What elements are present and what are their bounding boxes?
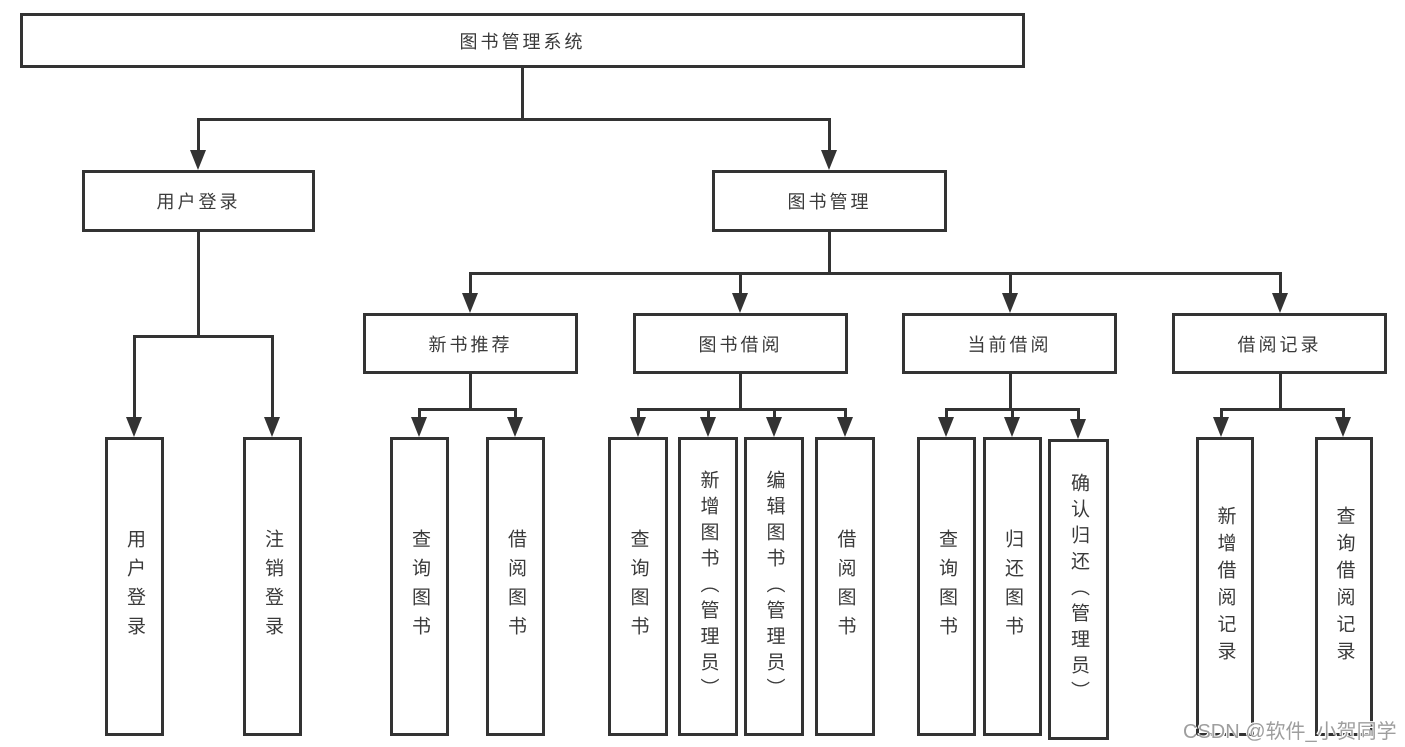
arrowhead-down-icon bbox=[126, 417, 142, 437]
connector-line bbox=[828, 230, 831, 274]
node-label: 当前借阅 bbox=[967, 334, 1052, 355]
node-leaf-query-borrow-record: 查询借阅记录 bbox=[1315, 437, 1373, 736]
node-user-login: 用户登录 bbox=[82, 170, 315, 232]
connector-line bbox=[469, 272, 472, 295]
connector-line bbox=[469, 272, 1282, 275]
connector-line bbox=[739, 272, 742, 295]
arrowhead-down-icon bbox=[837, 417, 853, 437]
node-label: 用户登录 bbox=[156, 192, 241, 212]
arrowhead-down-icon bbox=[264, 417, 280, 437]
node-label: 查询图书 bbox=[936, 528, 957, 645]
connector-line bbox=[133, 335, 274, 338]
connector-line bbox=[707, 408, 710, 419]
node-label: 图书管理系统 bbox=[459, 31, 586, 52]
connector-line bbox=[1342, 408, 1345, 419]
node-borrowing-records: 借阅记录 bbox=[1172, 313, 1387, 374]
arrowhead-down-icon bbox=[462, 293, 478, 313]
node-leaf-query-books: 查询图书 bbox=[390, 437, 449, 736]
node-label: 新书推荐 bbox=[428, 334, 513, 355]
node-leaf-add-borrow-record: 新增借阅记录 bbox=[1196, 437, 1254, 736]
arrowhead-down-icon bbox=[411, 417, 427, 437]
node-label: 注销登录 bbox=[262, 528, 283, 645]
arrowhead-down-icon bbox=[1004, 417, 1020, 437]
node-leaf-borrow-books: 借阅图书 bbox=[486, 437, 545, 736]
connector-line bbox=[1279, 372, 1282, 410]
arrowhead-down-icon bbox=[507, 417, 523, 437]
node-label: 借阅图书 bbox=[834, 528, 856, 645]
connector-line bbox=[133, 335, 136, 419]
connector-line bbox=[418, 408, 421, 419]
arrowhead-down-icon bbox=[1272, 293, 1288, 313]
arrowhead-down-icon bbox=[1070, 419, 1086, 439]
node-label: 查询图书 bbox=[627, 528, 649, 645]
node-leaf-user-login: 用户登录 bbox=[105, 437, 164, 736]
node-label: 用户登录 bbox=[124, 528, 145, 645]
connector-line bbox=[828, 118, 831, 152]
node-label: 借阅记录 bbox=[1237, 334, 1322, 355]
node-leaf-confirm-return-admin: 确认归还（管理员） bbox=[1048, 439, 1109, 740]
connector-line bbox=[773, 408, 776, 419]
arrowhead-down-icon bbox=[630, 417, 646, 437]
node-label: 图书管理 bbox=[787, 192, 872, 212]
connector-line bbox=[1077, 408, 1080, 419]
node-book-management: 图书管理 bbox=[712, 170, 947, 232]
connector-line bbox=[1009, 372, 1012, 410]
node-leaf-borrow-books: 借阅图书 bbox=[815, 437, 875, 736]
arrowhead-down-icon bbox=[1335, 417, 1351, 437]
arrowhead-down-icon bbox=[732, 293, 748, 313]
node-label: 借阅图书 bbox=[505, 528, 526, 645]
connector-line bbox=[271, 335, 274, 419]
connector-line bbox=[945, 408, 948, 419]
node-leaf-query-books: 查询图书 bbox=[608, 437, 668, 736]
connector-line bbox=[514, 408, 517, 419]
node-leaf-return-books: 归还图书 bbox=[983, 437, 1042, 736]
node-library-management-system: 图书管理系统 bbox=[20, 13, 1025, 68]
node-label: 查询图书 bbox=[409, 528, 430, 645]
connector-line bbox=[1009, 272, 1012, 295]
node-new-book-recommendation: 新书推荐 bbox=[363, 313, 578, 374]
node-leaf-add-books-admin: 新增图书（管理员） bbox=[678, 437, 738, 736]
connector-line bbox=[1220, 408, 1344, 411]
node-label: 编辑图书（管理员） bbox=[763, 469, 785, 704]
node-label: 新增图书（管理员） bbox=[697, 469, 719, 704]
arrowhead-down-icon bbox=[821, 150, 837, 170]
connector-line bbox=[197, 118, 200, 152]
connector-line bbox=[1279, 272, 1282, 295]
connector-line bbox=[197, 118, 831, 121]
node-current-borrowing: 当前借阅 bbox=[902, 313, 1117, 374]
node-leaf-edit-books-admin: 编辑图书（管理员） bbox=[744, 437, 804, 736]
node-label: 图书借阅 bbox=[698, 334, 783, 355]
node-book-borrowing: 图书借阅 bbox=[633, 313, 848, 374]
connector-line bbox=[418, 408, 517, 411]
arrowhead-down-icon bbox=[938, 417, 954, 437]
node-label: 确认归还（管理员） bbox=[1068, 472, 1089, 707]
connector-line bbox=[1011, 408, 1014, 419]
csdn-watermark: CSDN @软件_小贺同学 bbox=[1183, 721, 1397, 743]
connector-line bbox=[197, 230, 200, 337]
arrowhead-down-icon bbox=[1002, 293, 1018, 313]
connector-line bbox=[637, 408, 846, 411]
node-leaf-query-books: 查询图书 bbox=[917, 437, 976, 736]
connector-line bbox=[521, 66, 524, 120]
arrowhead-down-icon bbox=[766, 417, 782, 437]
node-label: 归还图书 bbox=[1002, 528, 1023, 645]
arrowhead-down-icon bbox=[1213, 417, 1229, 437]
connector-line bbox=[469, 372, 472, 410]
connector-line bbox=[1220, 408, 1223, 419]
node-leaf-logout: 注销登录 bbox=[243, 437, 302, 736]
arrowhead-down-icon bbox=[190, 150, 206, 170]
node-label: 查询借阅记录 bbox=[1333, 505, 1355, 668]
node-label: 新增借阅记录 bbox=[1214, 505, 1236, 668]
connector-line bbox=[844, 408, 847, 419]
connector-line bbox=[739, 372, 742, 410]
connector-line bbox=[637, 408, 640, 419]
arrowhead-down-icon bbox=[700, 417, 716, 437]
